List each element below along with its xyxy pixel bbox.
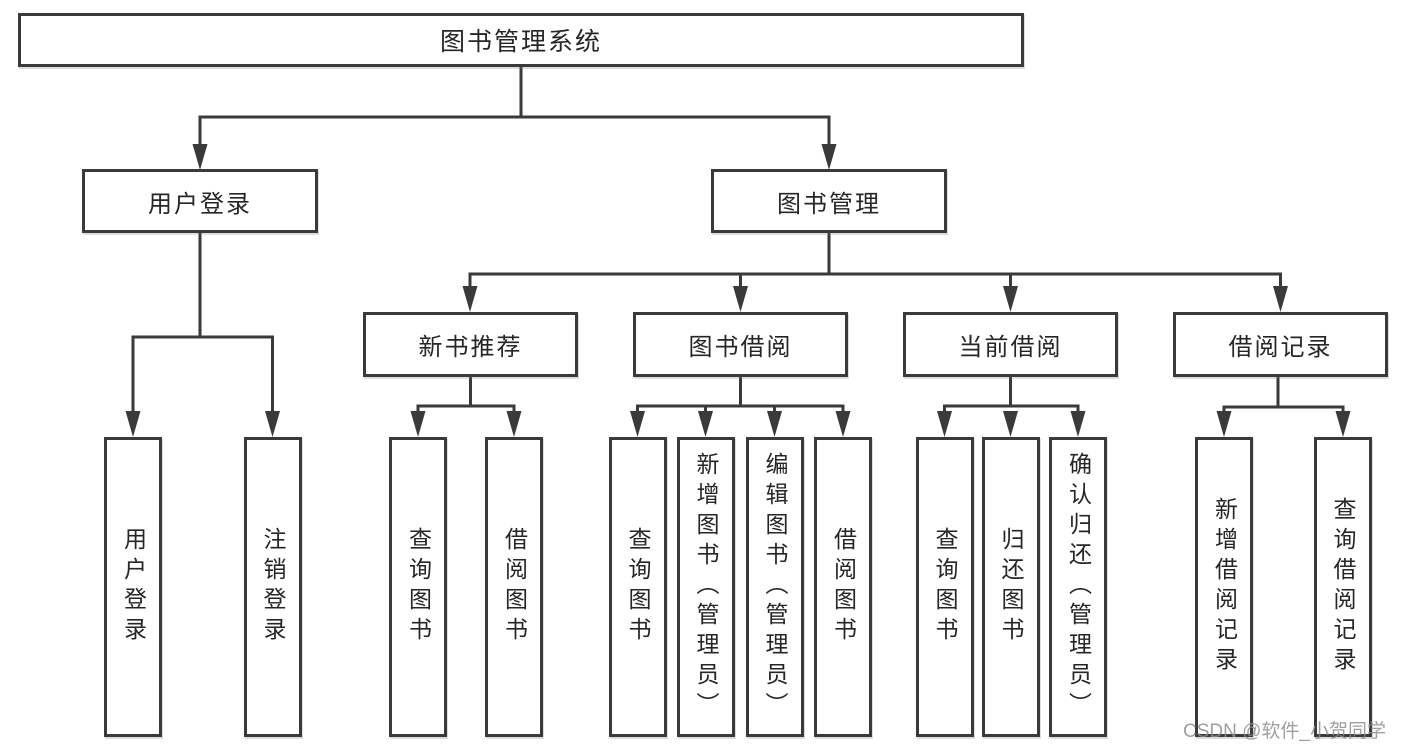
- leaf-recommend-borrow-books-label: 借阅图书: [501, 527, 528, 647]
- node-new-book-recommend-label: 新书推荐: [418, 334, 523, 361]
- node-book-borrow-label: 图书借阅: [688, 334, 793, 361]
- arrowheads: [125, 144, 1351, 437]
- leaf-borrow-edit-books-admin: 编辑图书（管理员）: [745, 437, 804, 737]
- leaf-recommend-borrow-books: 借阅图书: [485, 437, 543, 737]
- node-current-borrow-label: 当前借阅: [958, 334, 1063, 361]
- leaf-recommend-query-books-label: 查询图书: [405, 527, 432, 647]
- leaf-borrow-query-books: 查询图书: [608, 437, 667, 737]
- leaf-borrow-query-books-label: 查询图书: [625, 527, 651, 647]
- leaf-logout-label: 注销登录: [260, 527, 286, 647]
- node-borrow-records: 借阅记录: [1173, 312, 1388, 377]
- leaf-records-query-record-label: 查询借阅记录: [1330, 497, 1356, 677]
- leaf-user-login: 用户登录: [104, 437, 162, 737]
- node-book-management: 图书管理: [711, 169, 947, 233]
- leaf-borrow-borrow-books: 借阅图书: [814, 437, 872, 737]
- leaf-borrow-add-books-admin-label: 新增图书（管理员）: [693, 452, 719, 722]
- leaf-records-query-record: 查询借阅记录: [1313, 437, 1372, 737]
- leaf-records-add-record-label: 新增借阅记录: [1211, 497, 1238, 677]
- leaf-current-confirm-return-admin-label: 确认归还（管理员）: [1065, 452, 1092, 722]
- leaf-current-confirm-return-admin: 确认归还（管理员）: [1049, 437, 1107, 737]
- node-root-label: 图书管理系统: [439, 28, 602, 56]
- leaf-current-return-books-label: 归还图书: [998, 527, 1024, 647]
- node-new-book-recommend: 新书推荐: [363, 312, 578, 377]
- leaf-current-query-books-label: 查询图书: [932, 527, 958, 647]
- node-borrow-records-label: 借阅记录: [1228, 334, 1333, 361]
- leaf-current-return-books: 归还图书: [981, 437, 1040, 737]
- node-root: 图书管理系统: [18, 13, 1024, 67]
- leaf-recommend-query-books: 查询图书: [389, 437, 447, 737]
- node-book-management-label: 图书管理: [777, 190, 881, 218]
- leaf-borrow-borrow-books-label: 借阅图书: [830, 527, 857, 647]
- node-user-login: 用户登录: [82, 169, 318, 233]
- leaf-borrow-add-books-admin: 新增图书（管理员）: [676, 437, 735, 737]
- node-user-login-label: 用户登录: [148, 190, 252, 218]
- leaf-borrow-edit-books-admin-label: 编辑图书（管理员）: [762, 452, 788, 722]
- node-book-borrow: 图书借阅: [633, 312, 848, 377]
- leaf-logout: 注销登录: [243, 437, 302, 737]
- leaf-records-add-record: 新增借阅记录: [1195, 437, 1253, 737]
- csdn-watermark: CSDN @软件_小贺同学: [1183, 721, 1386, 742]
- leaf-user-login-label: 用户登录: [120, 527, 147, 647]
- leaf-current-query-books: 查询图书: [915, 437, 974, 737]
- node-current-borrow: 当前借阅: [903, 312, 1118, 377]
